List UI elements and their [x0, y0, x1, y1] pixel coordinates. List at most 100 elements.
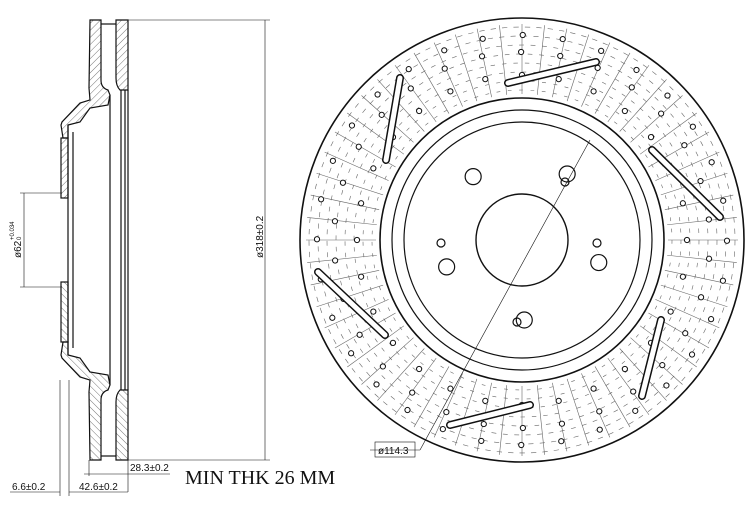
surface-mark	[457, 35, 463, 38]
surface-mark	[719, 285, 722, 291]
surface-mark	[383, 401, 388, 406]
surface-mark	[576, 406, 582, 409]
surface-mark	[674, 357, 678, 362]
surface-mark	[494, 405, 500, 407]
surface-mark	[715, 151, 719, 157]
surface-mark	[688, 296, 691, 301]
drilled-hole	[708, 159, 715, 166]
surface-mark	[349, 195, 351, 201]
surface-mark	[696, 262, 698, 268]
vane-line	[607, 357, 650, 415]
rotor-outer-edge	[299, 17, 745, 463]
surface-mark	[384, 125, 388, 129]
surface-mark	[340, 162, 344, 168]
surface-mark	[432, 105, 437, 109]
surface-mark	[636, 371, 641, 376]
surface-mark	[366, 385, 371, 390]
surface-mark	[355, 323, 359, 329]
surface-mark	[379, 286, 381, 291]
surface-mark	[367, 169, 370, 174]
drilled-hole	[679, 273, 686, 280]
drilled-hole	[596, 426, 603, 433]
surface-mark	[666, 173, 669, 177]
surface-mark	[468, 32, 474, 35]
drilled-hole	[416, 365, 423, 373]
surface-mark	[541, 91, 546, 93]
surface-mark	[378, 308, 381, 313]
drilled-hole	[332, 257, 339, 264]
surface-mark	[707, 338, 711, 344]
surface-mark	[698, 183, 701, 189]
slot-inner	[505, 59, 599, 86]
surface-mark	[670, 113, 674, 118]
surface-mark	[465, 42, 471, 45]
surface-mark	[683, 306, 687, 312]
surface-mark	[455, 413, 461, 416]
surface-mark	[321, 162, 325, 168]
surface-mark	[401, 146, 405, 151]
vane-line	[307, 217, 377, 226]
drilled-hole	[558, 420, 566, 427]
surface-mark	[649, 80, 654, 84]
surface-mark	[693, 307, 696, 312]
drilled-hole	[409, 389, 416, 396]
surface-mark	[423, 112, 427, 116]
surface-mark	[488, 422, 494, 425]
surface-mark	[471, 59, 476, 62]
drilled-hole	[441, 65, 448, 72]
surface-mark	[365, 207, 367, 212]
surface-mark	[337, 146, 341, 152]
surface-mark	[688, 217, 690, 222]
surface-mark	[325, 151, 329, 157]
drilled-hole	[663, 382, 670, 389]
front-view	[299, 17, 745, 463]
surface-mark	[499, 36, 505, 38]
surface-mark	[688, 367, 693, 373]
surface-mark	[587, 402, 592, 405]
drilled-hole	[697, 294, 705, 301]
surface-mark	[614, 121, 618, 125]
drilled-hole	[353, 236, 361, 244]
surface-mark	[611, 87, 617, 91]
drilled-hole	[329, 314, 336, 321]
vane-line	[536, 385, 545, 455]
surface-mark	[669, 217, 672, 222]
surface-mark	[384, 97, 389, 102]
surface-mark	[310, 206, 312, 212]
surface-mark	[703, 307, 706, 312]
surface-mark	[700, 141, 704, 146]
surface-mark	[411, 354, 415, 358]
surface-mark	[666, 273, 669, 278]
surface-mark	[329, 167, 332, 173]
surface-mark	[406, 127, 410, 131]
drilled-hole	[519, 424, 526, 432]
vane-line	[316, 284, 384, 308]
surface-mark	[652, 326, 656, 331]
surface-mark	[425, 122, 429, 126]
surface-mark	[362, 94, 367, 99]
surface-mark	[362, 108, 366, 113]
surface-mark	[547, 64, 553, 66]
drilled-hole	[404, 406, 411, 414]
surface-mark	[374, 393, 379, 398]
surface-mark	[442, 100, 447, 103]
surface-mark	[473, 49, 479, 52]
surface-mark	[366, 357, 371, 363]
surface-mark	[373, 366, 378, 371]
drilled-hole	[688, 351, 696, 358]
surface-mark	[711, 194, 714, 200]
vane-line	[619, 79, 667, 132]
surface-mark	[731, 205, 734, 212]
surface-mark	[673, 103, 678, 109]
surface-mark	[443, 109, 448, 113]
surface-mark	[470, 390, 475, 392]
surface-mark	[700, 285, 703, 290]
surface-mark	[564, 447, 571, 449]
drilled-hole	[447, 88, 454, 95]
surface-mark	[659, 374, 664, 379]
surface-mark	[609, 96, 614, 99]
surface-mark	[684, 102, 689, 108]
surface-mark	[428, 421, 434, 425]
surface-mark	[564, 86, 569, 89]
drilled-hole	[628, 84, 635, 91]
